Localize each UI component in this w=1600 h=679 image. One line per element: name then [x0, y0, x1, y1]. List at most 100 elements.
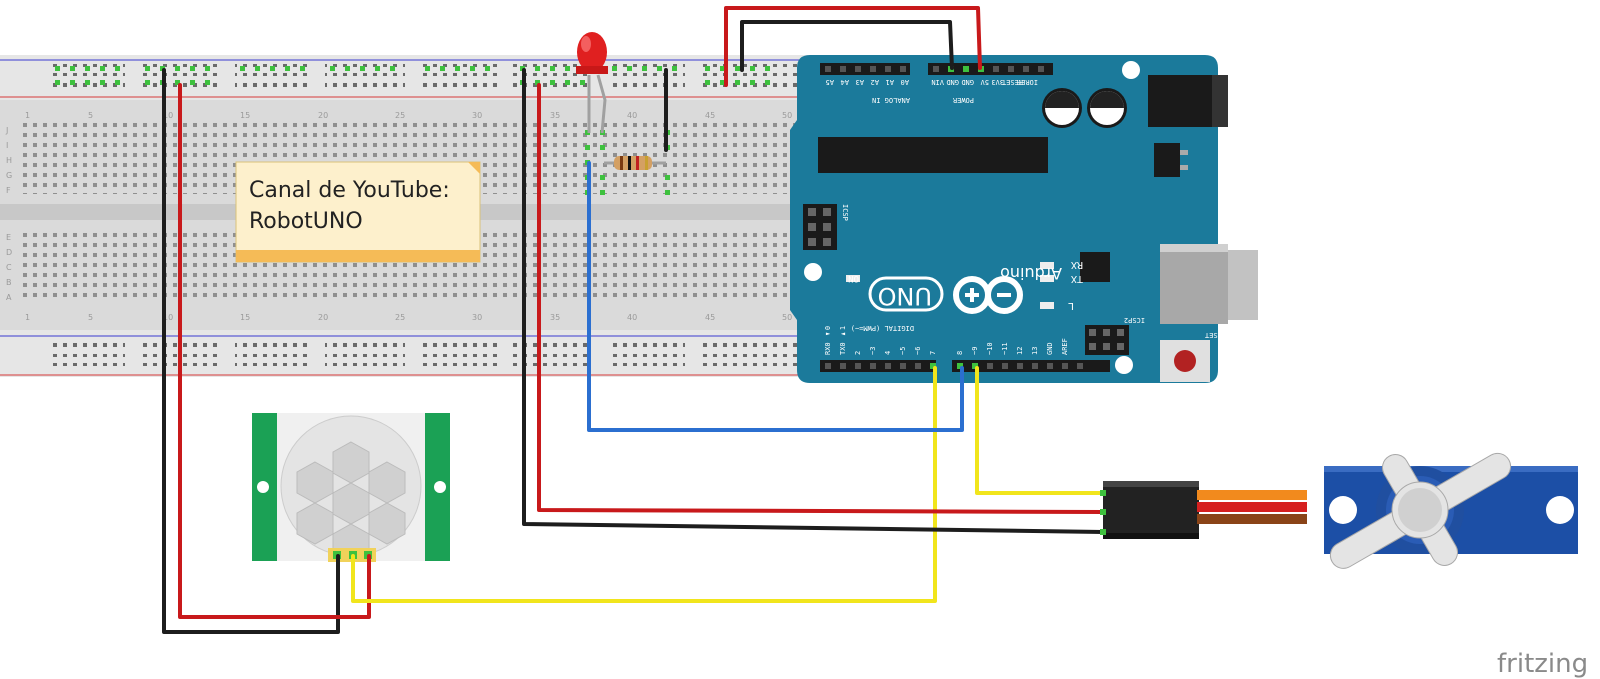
pin-label-d6: ~6: [914, 347, 922, 355]
col-num: 40: [627, 111, 637, 120]
col-num: 50: [782, 111, 792, 120]
col-num: 45: [705, 111, 715, 120]
pin-label-d10: ~10: [986, 342, 994, 355]
pin-label-aref: AREF: [1061, 338, 1069, 355]
uno-model-text: UNO: [878, 282, 932, 310]
wire-servo-signal: [975, 366, 1105, 495]
pin-label-a4: A4: [841, 78, 849, 86]
arduino-logo: Arduino UNO: [868, 264, 1062, 314]
icsp-label: ICSP: [841, 204, 849, 221]
breadboard-row-letters: J I H G F E D C B A: [5, 126, 12, 302]
pin-label-d8: 8: [956, 351, 964, 355]
pin-label-a1: A1: [886, 78, 894, 86]
breadboard-column-numbers-top: 1 5 10 15 20 25 30 35 40 45 50: [25, 111, 792, 120]
row-letter: A: [6, 293, 12, 302]
pin-label-reset: RESET: [1001, 78, 1023, 86]
wire-servo-vcc: [537, 83, 1105, 514]
wire-pir-vcc: [178, 83, 371, 619]
microcontroller-chip: [818, 137, 1048, 173]
col-num: 20: [318, 313, 328, 322]
row-letter: E: [6, 233, 11, 242]
pin-label-gnd: GND: [961, 78, 974, 86]
pin-label-d13: 13: [1031, 347, 1039, 355]
reset-label: RESET: [1204, 331, 1226, 339]
pin-label-5v: 5V: [980, 78, 989, 86]
reset-button: RESET: [1160, 331, 1226, 382]
col-num: 40: [627, 313, 637, 322]
usb-connector: [1160, 244, 1258, 324]
wires: [162, 6, 1105, 634]
arduino-uno-board: A5 A4 A3 A2 A1 A0 ANALOG IN VIN GND GND …: [790, 55, 1258, 383]
on-label: ON: [848, 273, 859, 283]
pin-label-a0: A0: [901, 78, 909, 86]
col-num: 35: [550, 111, 560, 120]
pin-label-d12: 12: [1016, 347, 1024, 355]
digital-label: DIGITAL (PWM=~): [851, 324, 914, 332]
pin-label-d0: RX0 ◄0: [824, 326, 832, 355]
servo-motor: [1103, 452, 1578, 569]
note-line-2: RobotUNO: [249, 209, 363, 234]
l-label: L: [1068, 300, 1074, 311]
pin-label-d4: 4: [884, 351, 892, 355]
col-num: 15: [240, 111, 250, 120]
wire-5v-top: [724, 6, 982, 87]
col-num: 10: [163, 313, 173, 322]
note-line-1: Canal de YouTube:: [249, 178, 450, 203]
pin-label-d11: ~11: [1001, 342, 1009, 355]
row-letter: C: [6, 263, 12, 272]
col-num: 1: [25, 111, 30, 120]
power-header: VIN GND GND 5V 3V3 RESET IOREF POWER: [928, 63, 1053, 104]
pin-label-a3: A3: [856, 78, 864, 86]
note-label: Canal de YouTube: RobotUNO: [235, 161, 481, 263]
analog-header: A5 A4 A3 A2 A1 A0 ANALOG IN: [820, 63, 910, 104]
col-num: 45: [705, 313, 715, 322]
rx-label: RX: [1071, 259, 1083, 270]
pin-label-gnd: GND: [946, 78, 959, 86]
col-num: 5: [88, 111, 93, 120]
arduino-brand-text: Arduino: [1000, 264, 1062, 283]
status-leds: RX TX L ON: [846, 259, 1083, 311]
icsp2-header: ICSP2: [1085, 316, 1145, 355]
power-label: POWER: [952, 96, 974, 104]
wire-endpoints: [1100, 490, 1106, 535]
pin-label-d1: TX0 ►1: [839, 326, 847, 355]
wire-servo-gnd: [522, 68, 1105, 534]
breadboard-column-numbers-bottom: 1 5 10 15 20 25 30 35 40 45 50: [25, 313, 792, 322]
pin-label-a2: A2: [871, 78, 879, 86]
capacitors: [1042, 88, 1127, 128]
row-letter: D: [6, 248, 12, 257]
tx-label: TX: [1071, 273, 1083, 284]
pin-label-d7: 7: [929, 351, 937, 355]
resistor: [604, 156, 666, 170]
voltage-regulator: [1154, 143, 1188, 177]
pin-label-ioref: IOREF: [1017, 78, 1038, 86]
pir-motion-sensor: [252, 413, 450, 562]
row-letter: J: [5, 126, 8, 135]
row-letter: B: [6, 278, 12, 287]
digital-header: RX0 ◄0 TX0 ►1 2 ~3 4 ~5 ~6 7 8 ~9 ~10 ~1…: [820, 324, 1110, 372]
icsp-header: ICSP: [803, 204, 849, 250]
col-num: 15: [240, 313, 250, 322]
col-num: 20: [318, 111, 328, 120]
pin-label-d2: 2: [854, 351, 862, 355]
wire-gnd-top: [740, 20, 954, 72]
wire-led-signal: [587, 161, 964, 432]
col-num: 25: [395, 111, 405, 120]
col-num: 35: [550, 313, 560, 322]
pin-label-gnd-digital: GND: [1046, 342, 1054, 355]
col-num: 25: [395, 313, 405, 322]
row-letter: F: [6, 186, 11, 195]
col-num: 30: [472, 111, 482, 120]
pin-label-d5: ~5: [899, 347, 907, 355]
red-led: [576, 32, 608, 134]
col-num: 5: [88, 313, 93, 322]
pin-label-d9: ~9: [971, 347, 979, 355]
col-num: 50: [782, 313, 792, 322]
fritzing-watermark: fritzing: [1497, 649, 1588, 679]
breadboard: 1 5 10 15 20 25 30 35 40 45 50 J I H G F…: [0, 55, 810, 377]
wire-pir-gnd: [162, 68, 340, 634]
row-letter: I: [6, 141, 8, 150]
usb-chip: [1080, 252, 1110, 282]
row-letter: H: [6, 156, 12, 165]
